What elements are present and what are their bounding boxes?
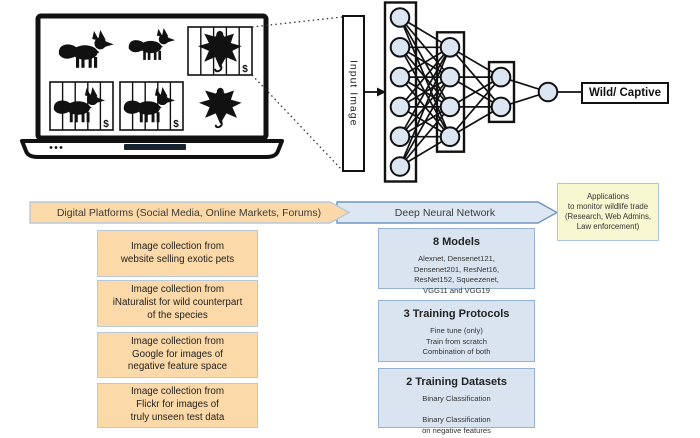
applications-box: Applications to monitor wildlife trade (… — [557, 183, 659, 241]
nn-node — [490, 66, 512, 88]
nn-node — [439, 37, 461, 58]
nn-node — [439, 96, 461, 118]
price-tag: $ — [103, 119, 109, 130]
nn-node — [389, 126, 411, 147]
cage-frame — [119, 81, 184, 131]
input-image-box: Input Image — [342, 15, 365, 172]
laptop-dot — [59, 146, 63, 149]
price-tag: $ — [173, 119, 179, 130]
price-tag: $ — [242, 64, 248, 75]
nn-edge — [399, 76, 451, 167]
nn-edge — [449, 76, 502, 138]
nn-node — [389, 37, 411, 58]
nn-edge — [399, 46, 451, 138]
wild-captive-output-box: Wild/ Captive — [581, 82, 669, 104]
digital-platforms-arrow — [29, 201, 351, 224]
data-source-box-google: Image collection from Google for images … — [97, 332, 258, 378]
cage-frame — [49, 81, 114, 131]
training-datasets-body: Binary Classification Binary Classificat… — [422, 394, 491, 435]
laptop-dot — [49, 146, 53, 149]
training-protocols-body: Fine tune (only) Train from scratch Comb… — [422, 326, 491, 357]
nn-node — [389, 156, 411, 177]
models-box-title: 8 Models — [432, 236, 481, 248]
data-source-box-exotic-pets: Image collection from website selling ex… — [97, 230, 258, 277]
caged-fox-listing: $ — [49, 81, 114, 131]
nn-node — [439, 66, 461, 88]
input-to-network-arrow — [365, 87, 386, 97]
digital-platforms-arrow-label: Digital Platforms (Social Media, Online … — [56, 206, 322, 219]
nn-node — [490, 96, 512, 118]
models-box-body: Alexnet, Densenet121, Densenet201, ResNe… — [413, 254, 500, 295]
caged-fennec-listing: $ — [119, 81, 184, 131]
nn-node — [537, 81, 559, 103]
laptop-dot — [54, 146, 58, 149]
nn-edge — [399, 106, 451, 168]
data-source-box-flickr: Image collection from Flickr for images … — [97, 383, 258, 428]
models-box: 8 Models Alexnet, Densenet121, Densenet2… — [378, 228, 535, 295]
projection-lines — [251, 16, 343, 171]
nn-edge — [399, 46, 451, 167]
laptop-trackpad-bar — [124, 144, 186, 150]
training-datasets-box: 2 Training Datasets Binary Classificatio… — [378, 368, 535, 435]
nn-node — [389, 96, 411, 118]
neural-network — [383, 1, 559, 183]
nn-node — [389, 7, 411, 28]
training-datasets-title: 2 Training Datasets — [406, 376, 507, 388]
data-source-box-inaturalist: Image collection from iNaturalist for wi… — [97, 280, 258, 327]
training-protocols-title: 3 Training Protocols — [403, 308, 510, 320]
nn-node — [389, 66, 411, 88]
cage-frame — [187, 26, 253, 76]
nn-edge — [399, 46, 451, 108]
laptop-illustration: $ $ $ — [20, 13, 284, 159]
training-protocols-box: 3 Training Protocols Fine tune (only) Tr… — [378, 300, 535, 362]
nn-layer-box — [383, 1, 418, 183]
deep-neural-network-arrow-label: Deep Neural Network — [394, 206, 496, 219]
nn-node — [439, 126, 461, 147]
caged-glider-listing: $ — [187, 26, 253, 76]
